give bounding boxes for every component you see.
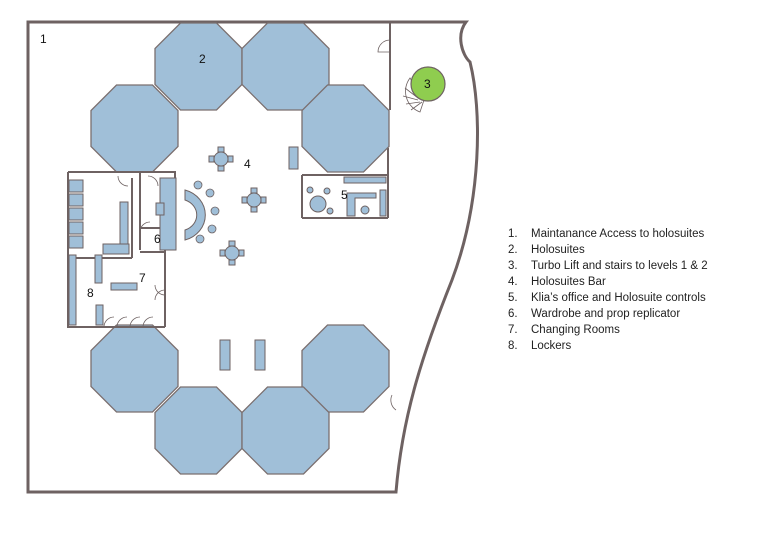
label-8: 8 — [87, 286, 94, 300]
legend-item: 5. Klia’s office and Holosuite controls — [508, 290, 708, 306]
legend-number: 3. — [508, 260, 518, 272]
legend: 1. Maintanance Access to holosuites 2. Holo… — [508, 226, 708, 354]
holosuite-5[interactable] — [90, 324, 179, 413]
office-furniture — [306, 176, 387, 217]
legend-text: Maintanance Access to holosuites — [531, 228, 705, 240]
label-5: 5 — [341, 188, 348, 202]
label-3: 3 — [424, 77, 431, 91]
door-maintenance — [377, 39, 391, 53]
legend-text: Holosuites — [531, 244, 585, 256]
legend-item: 2. Holosuites — [508, 242, 708, 258]
legend-item: 4. Holosuites Bar — [508, 274, 708, 290]
lockers — [68, 177, 177, 326]
label-7: 7 — [139, 271, 146, 285]
label-6: 6 — [154, 232, 161, 246]
holosuite-6[interactable] — [301, 324, 390, 413]
legend-number: 1. — [508, 228, 518, 240]
holosuite-1[interactable] — [154, 22, 243, 111]
sofas — [219, 146, 299, 371]
label-4: 4 — [244, 157, 251, 171]
bar-counter[interactable] — [184, 189, 206, 241]
stairs-icon — [402, 77, 425, 113]
legend-number: 8. — [508, 340, 518, 352]
turbolift[interactable] — [410, 66, 446, 102]
legend-item: 3. Turbo Lift and stairs to levels 1 & 2 — [508, 258, 708, 274]
bar-table-1 — [208, 146, 234, 172]
legend-item: 6. Wardrobe and prop replicator — [508, 306, 708, 322]
legend-text: Wardrobe and prop replicator — [531, 308, 681, 320]
inner-wall-right — [301, 22, 391, 219]
label-1: 1 — [40, 32, 47, 46]
legend-text: Changing Rooms — [531, 324, 620, 336]
legend-item: 8. Lockers — [508, 338, 708, 354]
legend-number: 5. — [508, 292, 518, 304]
bar-table-2 — [241, 187, 267, 213]
legend-number: 2. — [508, 244, 518, 256]
changing-room-doors — [103, 175, 166, 328]
legend-item: 1. Maintanance Access to holosuites — [508, 226, 708, 242]
legend-number: 6. — [508, 308, 518, 320]
outer-wall — [26, 20, 479, 494]
legend-text: Holosuites Bar — [531, 276, 606, 288]
holosuite-7[interactable] — [154, 386, 243, 475]
bar-stools — [193, 180, 220, 244]
holosuite-4[interactable] — [301, 84, 390, 173]
legend-text: Klia’s office and Holosuite controls — [531, 292, 706, 304]
legend-item: 7. Changing Rooms — [508, 322, 708, 338]
legend-number: 4. — [508, 276, 518, 288]
legend-text: Lockers — [531, 340, 572, 352]
legend-text: Turbo Lift and stairs to levels 1 & 2 — [531, 260, 708, 272]
holosuite-8[interactable] — [241, 386, 330, 475]
legend-number: 7. — [508, 324, 518, 336]
holosuite-3[interactable] — [90, 84, 179, 173]
bar-table-3 — [219, 240, 245, 266]
door-bottom-right — [390, 394, 397, 411]
label-2: 2 — [199, 52, 206, 66]
